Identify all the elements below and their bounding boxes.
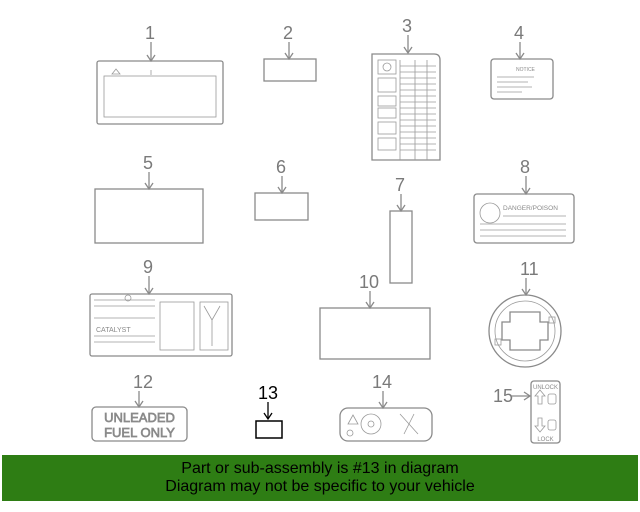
catalyst-text: CATALYST	[96, 327, 131, 334]
unleaded-text: UNLEADED	[104, 410, 175, 425]
callout-3: 3	[402, 16, 412, 36]
part-3[interactable]: 3	[371, 16, 441, 161]
part-4[interactable]: 4 NOTICE	[490, 23, 554, 100]
callout-1: 1	[145, 23, 155, 43]
part-15[interactable]: 15 UNLOCK LOCK	[493, 380, 561, 444]
danger-poison-text: DANGER/POISON	[503, 205, 558, 212]
callout-15: 15	[493, 386, 513, 406]
callout-12: 12	[133, 372, 153, 392]
part-14[interactable]: 14	[339, 372, 433, 442]
part-1[interactable]: 1	[96, 23, 224, 125]
parts-diagram: 1 2 3	[89, 16, 575, 444]
callout-10: 10	[359, 272, 379, 292]
part-6[interactable]: 6	[254, 157, 309, 221]
callout-2: 2	[283, 23, 293, 43]
banner-line-1: Part or sub-assembly is #13 in diagram	[181, 460, 459, 477]
part-8[interactable]: 8 DANGER/POISON	[473, 157, 575, 244]
info-banner: Part or sub-assembly is #13 in diagram D…	[2, 455, 638, 501]
callout-9: 9	[143, 257, 153, 277]
part-12[interactable]: 12 UNLEADED FUEL ONLY	[91, 372, 188, 442]
callout-4: 4	[514, 23, 524, 43]
unlock-text: UNLOCK	[533, 385, 558, 391]
callout-6: 6	[276, 157, 286, 177]
callout-13: 13	[258, 383, 278, 403]
callout-14: 14	[372, 372, 392, 392]
callout-11: 11	[520, 259, 539, 279]
part-10[interactable]: 10	[319, 272, 431, 360]
notice-text: NOTICE	[516, 67, 536, 73]
part-11[interactable]: 11	[488, 259, 562, 368]
callout-7: 7	[395, 175, 405, 195]
callout-5: 5	[143, 153, 153, 173]
part-2[interactable]: 2	[263, 23, 317, 82]
part-13[interactable]: 13	[255, 383, 283, 439]
banner-line-2: Diagram may not be specific to your vehi…	[165, 478, 475, 495]
lock-text: LOCK	[537, 437, 553, 443]
part-7[interactable]: 7	[389, 175, 413, 284]
callout-8: 8	[520, 157, 530, 177]
fuel-only-text: FUEL ONLY	[104, 425, 175, 440]
part-9[interactable]: 9 CATALYST	[89, 257, 233, 357]
part-5[interactable]: 5	[94, 153, 204, 244]
